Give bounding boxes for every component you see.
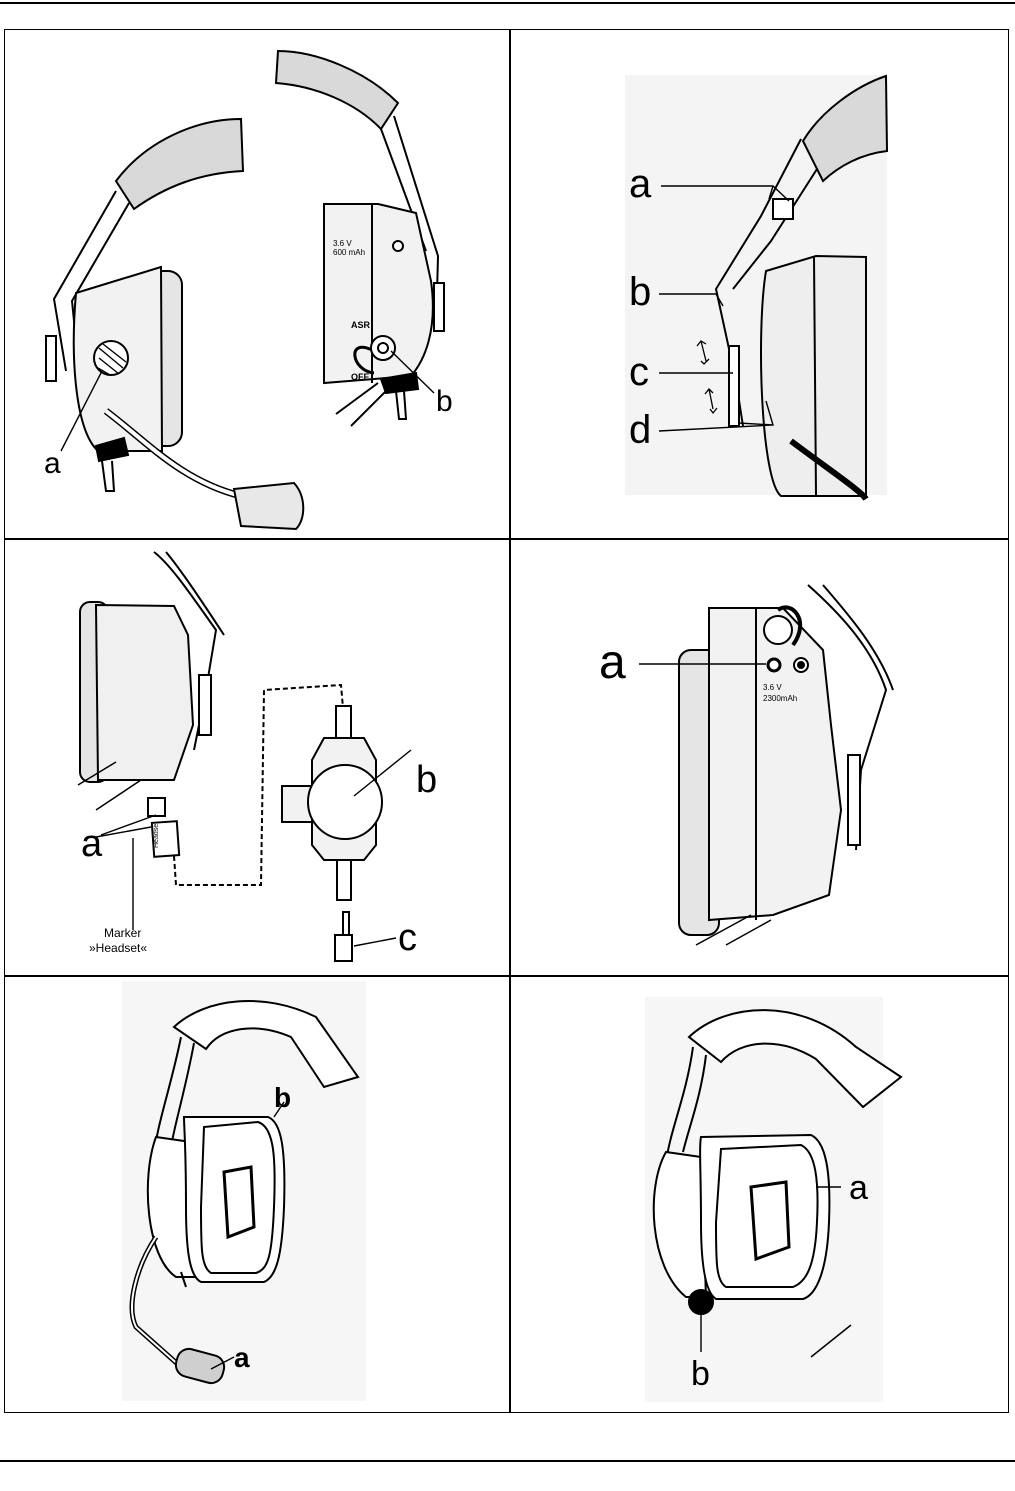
battery-led-icon: [768, 659, 780, 671]
figure-panel-ear-cushion-replacement: a b: [511, 977, 1008, 1411]
headband-adjustment-illustration: a b c d: [511, 31, 1008, 537]
marker-caption-line2: »Headset«: [89, 941, 147, 955]
battery-voltage-label: 3.6 V: [333, 239, 352, 248]
figure-panel-cable-connection: Headset a b c Marker »Headset«: [6, 540, 508, 974]
marker-caption-line1: Marker: [104, 926, 141, 940]
figure-panel-battery: 3.6 V 2300mAh a: [511, 540, 1008, 974]
headset-side-views-illustration: 3.6 V 600 mAh ASR OFF a b: [6, 31, 508, 537]
top-rule: [0, 2, 1015, 4]
battery-capacity-label: 2300mAh: [763, 694, 797, 703]
battery-capacity-label: 600 mAh: [333, 248, 365, 257]
plug-marker-text: Headset: [153, 822, 160, 848]
callout-c: c: [629, 350, 649, 394]
callout-c: c: [398, 917, 417, 959]
figure-panel-ear-cushion-microphone-foam: b a: [6, 977, 508, 1411]
callout-a: a: [234, 1342, 250, 1373]
battery-led-icon: [393, 241, 403, 251]
battery-cap-screw-icon: [798, 662, 804, 668]
callout-b: b: [274, 1082, 291, 1113]
cable-connection-illustration: Headset a b c Marker »Headset«: [6, 540, 508, 974]
headset-perspective-illustration: b a: [6, 977, 508, 1411]
callout-b: b: [416, 759, 437, 801]
callout-b: b: [691, 1355, 710, 1393]
callout-d: d: [629, 408, 651, 452]
callout-b: b: [629, 270, 651, 314]
battery-voltage-label: 3.6 V: [763, 683, 782, 692]
callout-a: a: [599, 636, 626, 689]
callout-b: b: [436, 385, 453, 418]
callout-a: a: [629, 162, 652, 206]
bottom-rule: [0, 1460, 1015, 1462]
callout-a: a: [44, 447, 61, 480]
figure-panel-microphone-switch: 3.6 V 600 mAh ASR OFF a b: [6, 31, 508, 537]
switch-off-label: OFF: [351, 372, 369, 382]
ear-cushion-illustration: a b: [511, 977, 1008, 1411]
switch-on-label: ASR: [351, 320, 371, 330]
callout-a: a: [849, 1169, 868, 1207]
battery-compartment-illustration: 3.6 V 2300mAh a: [511, 540, 1008, 974]
callout-a: a: [81, 823, 103, 865]
figure-panel-headband-adjustment: a b c d: [511, 31, 1008, 537]
